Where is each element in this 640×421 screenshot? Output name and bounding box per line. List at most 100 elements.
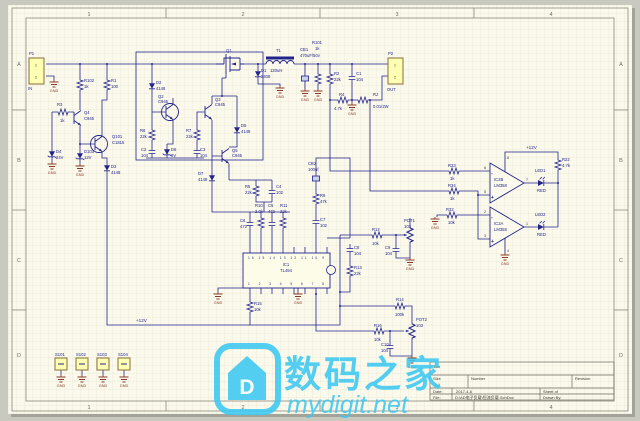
svg-text:R34: R34 [448,183,456,188]
svg-text:24V: 24V [56,155,64,160]
p1-name: IN [28,86,32,91]
svg-text:0.01/2W: 0.01/2W [373,104,389,109]
svg-text:470uF/50v: 470uF/50v [300,53,321,58]
zone-col: 4 [549,12,552,18]
svg-text:Q3: Q3 [215,97,221,102]
zone-labels: 1 2 3 4 1 2 3 4 A B C D A B C D [17,12,623,411]
p2-ref: P2 [388,51,394,56]
svg-text:102: 102 [320,223,328,228]
p2-pin2: 2 [394,76,396,80]
watermark-logo-frame [214,343,281,415]
svg-text:22k: 22k [245,190,253,195]
svg-text:1k: 1k [450,196,455,201]
svg-text:RED: RED [537,188,546,193]
ic2a-pin1: 1 [526,222,528,226]
svg-text:LED2: LED2 [535,212,546,217]
zone-col: 1 [87,12,90,18]
tb-size-label: Size [433,376,442,381]
svg-text:RED: RED [537,232,546,237]
svg-text:R15: R15 [254,301,262,306]
svg-text:D6: D6 [171,147,177,152]
svg-text:C6: C6 [240,218,246,223]
svg-text:R9: R9 [320,193,326,198]
ic2a-plus: + [491,239,494,245]
tb-date-value: 2017-4-6 [456,389,473,394]
ic2a-ref: IC2A [494,221,504,226]
svg-text:C10: C10 [381,342,389,347]
subcircuit-box [135,51,264,161]
tb-file-value: D:\AD电子负载\恒流负载.SchDoc [455,394,514,400]
svg-text:C2: C2 [141,147,147,152]
schematic-sheet-background [8,5,632,414]
svg-text:10k: 10k [374,337,382,342]
ic2b-pin6: 6 [484,166,486,170]
s102-ref: S102 [76,352,86,357]
svg-text:12V: 12V [84,155,92,160]
svg-text:C945: C945 [232,153,243,158]
svg-text:R3: R3 [57,102,63,107]
zone-row: D [17,353,21,359]
ic2a-pin2: 2 [484,210,486,214]
ic2a-pin3: 3 [484,234,486,238]
svg-text:104: 104 [356,77,364,82]
svg-text:R22: R22 [562,157,570,162]
zone-row: C [619,258,623,264]
svg-text:120uH: 120uH [270,68,282,73]
p2-name: OUT [387,87,396,92]
opamp-ic2a: IC2A LM358 - + 2 3 1 4 [484,206,528,253]
svg-text:CB2: CB2 [308,161,317,166]
svg-text:22k: 22k [186,134,194,139]
svg-text:10k: 10k [372,241,380,246]
svg-text:R101: R101 [312,40,323,45]
svg-text:102: 102 [276,190,284,195]
svg-text:22k: 22k [280,209,288,214]
svg-text:Q1: Q1 [226,48,232,53]
svg-text:1k: 1k [84,84,89,89]
ic2b-ref: IC2B [494,177,504,182]
watermark-logo-letter: D [239,376,254,399]
ic-tl494: IC1 TL494 16 15 14 13 12 11 10 9 1 2 3 4… [242,252,336,289]
junction-dots [79,63,559,332]
svg-text:104: 104 [385,251,393,256]
zone-col: 2 [241,12,244,18]
svg-text:R10: R10 [255,203,263,208]
svg-text:R12: R12 [372,227,380,232]
svg-text:R7: R7 [186,128,192,133]
svg-text:22k: 22k [334,77,342,82]
svg-text:103: 103 [416,323,424,328]
svg-text:472: 472 [240,224,248,229]
svg-text:10k: 10k [254,307,262,312]
connector-p2: P2 1 2 OUT [387,51,404,92]
svg-text:4148: 4148 [111,170,121,175]
ic2b-pin5: 5 [484,190,486,194]
svg-text:C9: C9 [385,245,391,250]
svg-text:R1: R1 [111,78,117,83]
svg-text:100k: 100k [395,312,405,317]
wires [46,63,559,375]
svg-text:D5: D5 [241,123,247,128]
watermark-en-text: mydigit.net [287,391,409,419]
svg-text:4.7k: 4.7k [334,106,343,111]
svg-text:C4: C4 [276,184,282,189]
ic2b-pin7: 7 [526,178,528,182]
svg-text:RJ: RJ [373,92,378,97]
tb-date-label: Date: [433,389,443,394]
gnd-symbols [47,79,510,389]
ic1-val: TL494 [280,268,293,273]
svg-text:22k: 22k [140,134,148,139]
svg-text:Q2: Q2 [158,94,164,99]
tb-drawn-label: Drawn By: [543,395,561,400]
svg-text:R11: R11 [280,203,288,208]
svg-text:10k: 10k [448,220,456,225]
tb-revision-label: Revision [575,376,590,381]
zone-col: 3 [395,405,398,411]
s104-ref: S104 [118,352,128,357]
title-block: Title Size A4 Number Revision Date: 2017… [429,361,615,401]
p2-pin1: 1 [394,64,396,68]
svg-text:D7: D7 [198,171,204,176]
svg-text:47k: 47k [320,199,328,204]
svg-text:C1: C1 [356,71,362,76]
